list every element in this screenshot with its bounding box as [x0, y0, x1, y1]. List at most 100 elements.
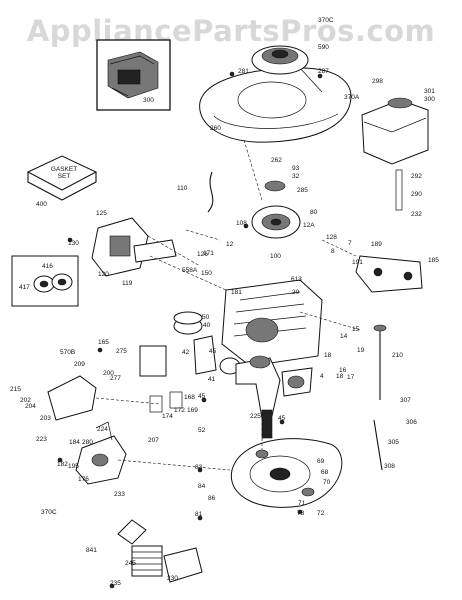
- part-label: 300: [424, 96, 435, 103]
- part-label: 7: [348, 240, 352, 247]
- ignition-wire: [207, 171, 214, 213]
- part-label: 69: [317, 458, 325, 465]
- flywheel: [251, 180, 301, 239]
- part-label: 32: [292, 173, 300, 180]
- part-label: 189: [371, 241, 382, 248]
- part-label: 209: [74, 361, 85, 368]
- part-label: 126: [197, 251, 208, 258]
- part-label: 400: [36, 201, 47, 208]
- part-label: 181: [231, 289, 242, 296]
- part-label: 52: [198, 427, 206, 434]
- part-label: 558A: [182, 267, 198, 274]
- part-label: 277: [110, 375, 121, 382]
- part-label: 18: [324, 352, 332, 359]
- part-label: 417: [19, 284, 30, 291]
- part-label: 100: [270, 253, 281, 260]
- part-label: 73: [297, 510, 305, 517]
- part-label: 15: [352, 326, 360, 333]
- part-label: 210: [392, 352, 403, 359]
- part-label: 12A: [303, 222, 315, 229]
- part-label: 204: [25, 403, 36, 410]
- part-label: 72: [317, 510, 325, 517]
- part-label: 84: [198, 483, 206, 490]
- part-label: 83: [195, 464, 203, 471]
- part-label: 86: [208, 495, 216, 502]
- part-label: 50: [202, 314, 210, 321]
- part-label: 120: [98, 271, 109, 278]
- part-label: 203: [40, 415, 51, 422]
- gasket-set-line-1: GASKET: [51, 166, 77, 173]
- part-label: 841: [86, 547, 97, 554]
- part-label: 119: [122, 280, 133, 287]
- part-label: 191: [352, 259, 363, 266]
- part-label: 230: [167, 575, 178, 582]
- part-label: 306: [406, 419, 417, 426]
- watermark-text: AppliancePartsPros.com: [26, 14, 436, 48]
- part-label: 292: [411, 173, 422, 180]
- gasket-set-box: GASKET SET: [26, 155, 98, 201]
- camshaft: [281, 367, 313, 397]
- crankshaft: [235, 355, 281, 439]
- part-label: 260: [210, 125, 221, 132]
- fuel-line: [117, 519, 203, 583]
- part-label: 17: [347, 374, 355, 381]
- part-label: 275: [116, 348, 127, 355]
- part-label: 307: [400, 397, 411, 404]
- part-label: 613: [291, 276, 302, 283]
- part-label: 71: [298, 500, 306, 507]
- part-label: 168: [184, 394, 195, 401]
- part-label: 370A: [344, 94, 360, 101]
- part-label: 184: [69, 439, 80, 446]
- part-label: 174: [162, 413, 173, 420]
- part-label: 235: [110, 580, 121, 587]
- part-label: 285: [297, 187, 308, 194]
- part-label: 169: [187, 407, 198, 414]
- part-label: 42: [182, 349, 190, 356]
- part-label: 81: [195, 511, 203, 518]
- part-label: 68: [321, 469, 329, 476]
- fasteners: [57, 71, 323, 589]
- part-label: 16: [339, 367, 347, 374]
- part-label: 125: [96, 210, 107, 217]
- part-label: 20: [292, 289, 300, 296]
- part-label: 19: [357, 347, 365, 354]
- part-label: 108: [236, 220, 247, 227]
- air-cleaner-assembly: [91, 217, 177, 277]
- part-label: 223: [36, 436, 47, 443]
- part-label: 232: [411, 211, 422, 218]
- part-label: 14: [340, 333, 348, 340]
- part-label: 165: [98, 339, 109, 346]
- part-label: 290: [411, 191, 422, 198]
- blower-housing: [199, 67, 352, 143]
- part-label: 225: [250, 413, 261, 420]
- part-label: 45: [278, 415, 286, 422]
- part-label: 590: [318, 44, 329, 51]
- part-label: 370C: [41, 509, 57, 516]
- part-label: 176: [78, 476, 89, 483]
- part-label: 70: [323, 479, 331, 486]
- part-label: 185: [428, 257, 439, 264]
- part-label: 305: [388, 439, 399, 446]
- part-label: 370C: [318, 17, 334, 24]
- inset-box: [11, 255, 79, 307]
- part-label: 233: [114, 491, 125, 498]
- part-label: 4: [320, 373, 324, 380]
- part-label: 416: [42, 263, 53, 270]
- part-label: 40: [203, 322, 211, 329]
- part-label: 41: [208, 376, 216, 383]
- part-label: 93: [292, 165, 300, 172]
- part-label: 280: [82, 439, 93, 446]
- part-label: 224: [97, 426, 108, 433]
- part-label: 301: [424, 88, 435, 95]
- part-label: 300: [143, 97, 154, 104]
- part-label: 215: [10, 386, 21, 393]
- part-label: 130: [68, 240, 79, 247]
- muffler-bracket: [355, 255, 423, 293]
- crankcase-sump: [230, 438, 343, 508]
- part-label: 281: [238, 68, 249, 75]
- part-label: 202: [20, 397, 31, 404]
- part-label: 195: [68, 463, 79, 470]
- fuel-tank: [361, 97, 429, 211]
